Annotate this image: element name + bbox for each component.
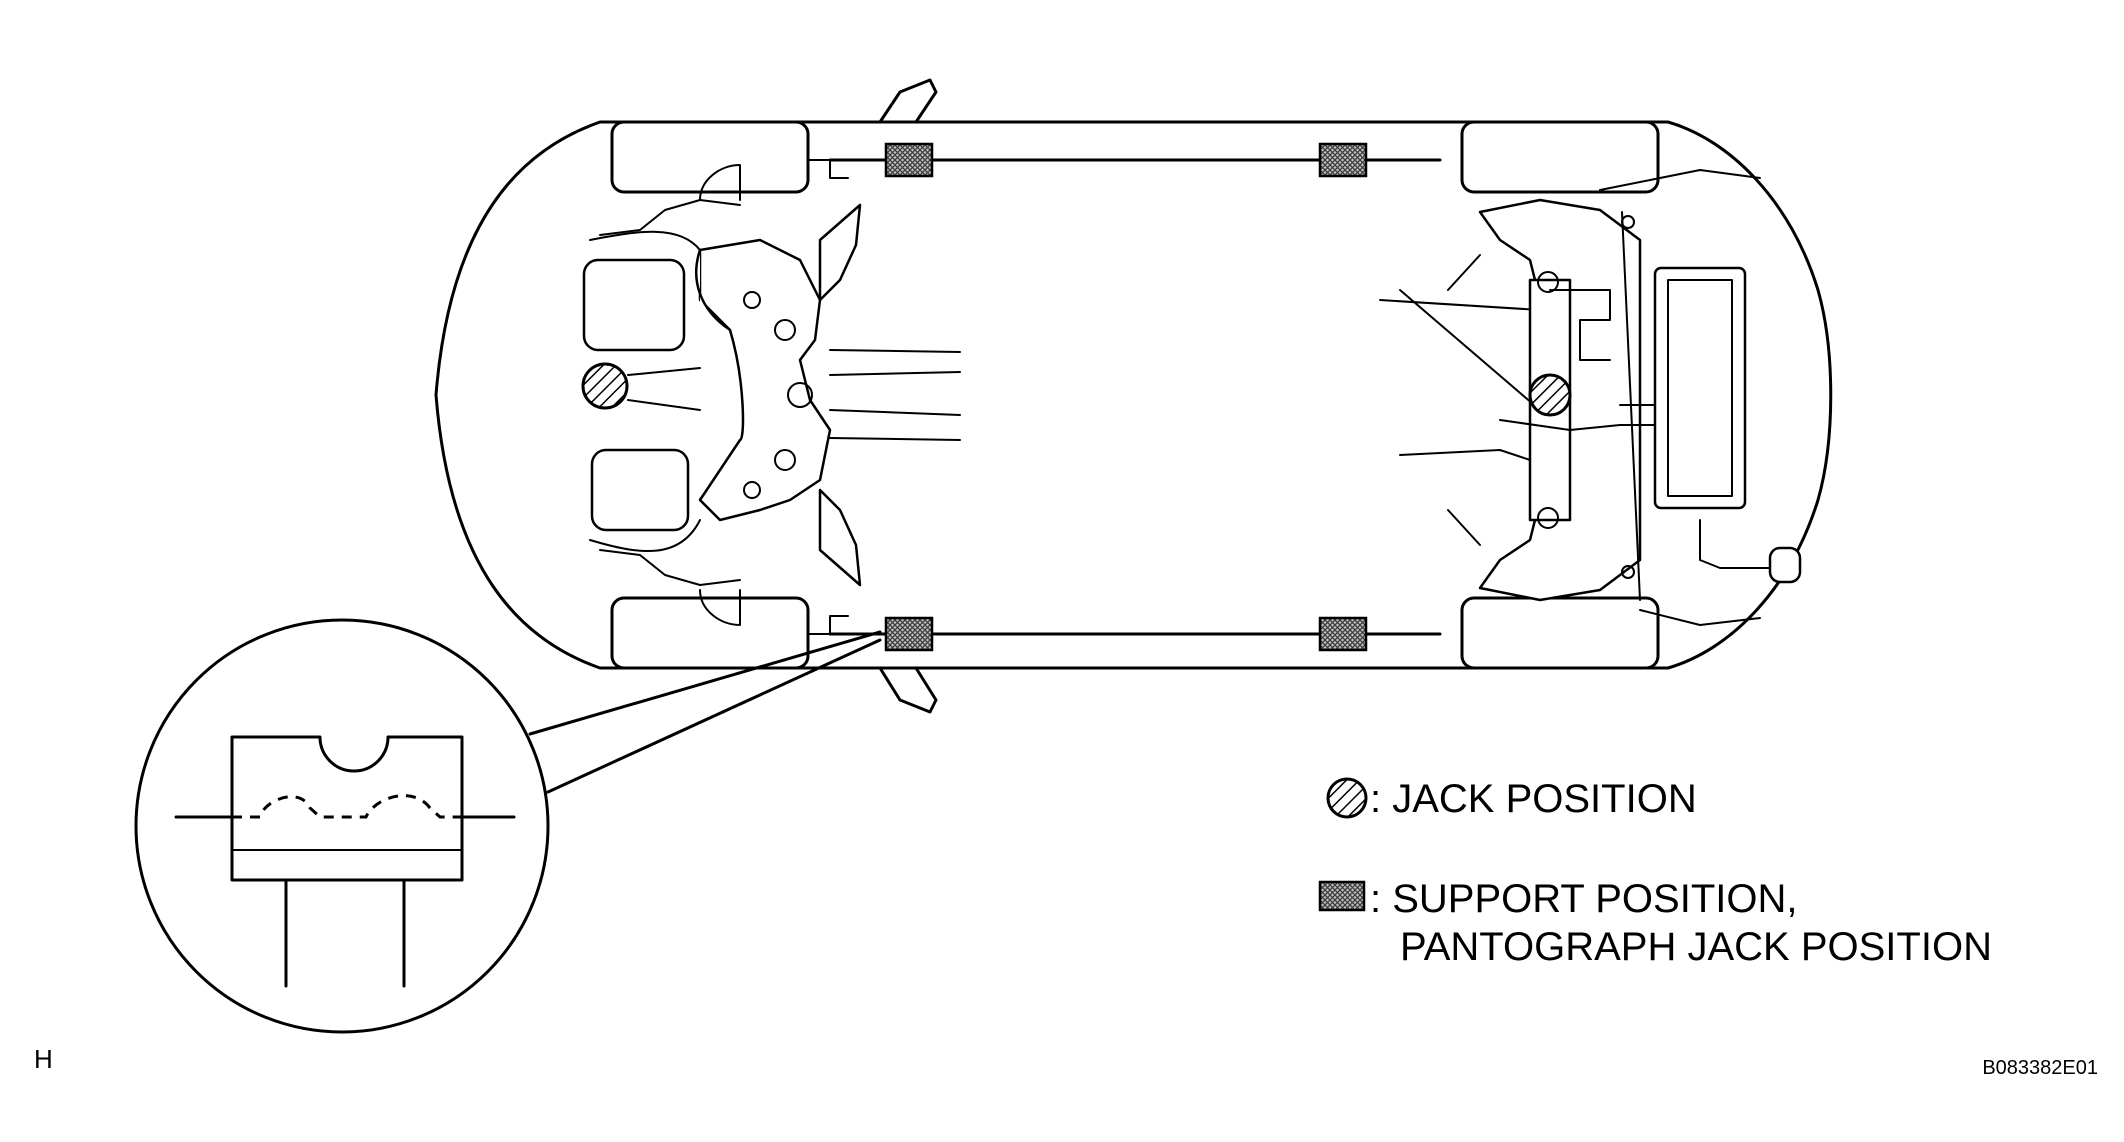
side-sills — [807, 158, 1442, 636]
support-positions — [884, 142, 1368, 652]
support-position-rear-right — [1318, 616, 1368, 652]
support-position-front-right — [884, 616, 934, 652]
support-detail-callout — [134, 618, 882, 1034]
wheels — [610, 120, 1660, 670]
corner-letter: H — [34, 1044, 53, 1074]
legend-jack-label: : JACK POSITION — [1370, 777, 1697, 821]
legend-support-label-line2: PANTOGRAPH JACK POSITION — [1400, 925, 1992, 969]
hatched-circle-icon — [1326, 777, 1368, 819]
jack-position-rear — [1528, 373, 1572, 417]
support-position-front-left — [884, 142, 934, 178]
car-body-outline — [434, 120, 1833, 670]
side-mirrors — [878, 78, 938, 714]
rear-suspension — [1379, 169, 1802, 626]
legend: : JACK POSITION : SUPPORT POSITION, PANT… — [1318, 777, 1992, 969]
jack-position-front — [581, 362, 629, 410]
legend-support-label-line1: : SUPPORT POSITION, — [1370, 877, 1798, 921]
support-position-rear-left — [1318, 142, 1368, 178]
figure-id: B083382E01 — [1982, 1057, 2098, 1079]
crosshatched-rectangle-icon — [1318, 880, 1366, 912]
front-subframe — [582, 164, 961, 626]
